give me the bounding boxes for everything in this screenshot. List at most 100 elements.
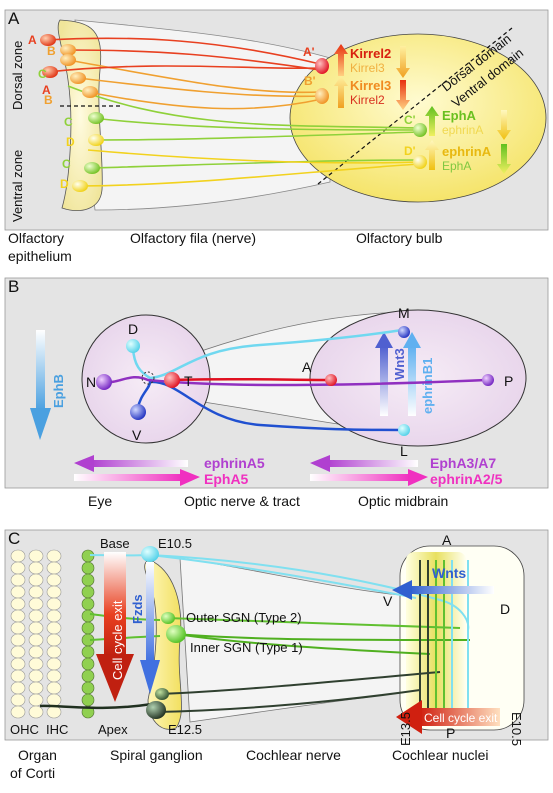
fzds-arrowhead: [140, 660, 160, 694]
outer-hair-cells: [10, 549, 62, 719]
outer-hair-cell: [10, 573, 26, 587]
eye-v-label: V: [132, 427, 142, 443]
outer-hair-cell: [28, 633, 44, 647]
ephrinb1-label: ephrinB1: [420, 358, 435, 414]
outer-hair-cell: [28, 681, 44, 695]
cell-label: A: [42, 83, 51, 97]
ephrina25-arrowhead: [408, 469, 428, 486]
nuclei-p-label: P: [446, 725, 455, 741]
fzds-bar: [146, 562, 154, 662]
outer-hair-cell: [28, 585, 44, 599]
e105-top-label: E10.5: [158, 536, 192, 551]
cell-label: A: [28, 33, 37, 47]
outer-hair-cell: [46, 573, 62, 587]
eye-dorsal-cell: [126, 339, 140, 353]
organ-of-corti-label-1: Organ: [18, 747, 57, 763]
inner-hair-cell: [81, 669, 95, 683]
epha-down-arrow: [497, 144, 511, 174]
kirrel2-label-b: Kirrel2: [350, 93, 385, 107]
inner-hair-cell: [81, 657, 95, 671]
cochlear-nuclei-label: Cochlear nuclei: [392, 747, 489, 763]
midbrain-anterior-cell: [325, 374, 337, 386]
glomerulus-d-label: D': [404, 144, 416, 158]
cell-label: C: [62, 157, 71, 171]
ephrina-label-d: ephrinA: [442, 144, 492, 159]
cellcycle-vertical-label: Cell cycle exit: [110, 600, 125, 680]
olfactory-fila-label: Olfactory fila (nerve): [130, 230, 256, 246]
glomerulus-c: [413, 123, 427, 137]
epha-label-c: EphA: [442, 108, 477, 123]
outer-hair-cell: [46, 669, 62, 683]
ephb-gradient-bar: [36, 330, 45, 410]
outer-hair-cell: [46, 609, 62, 623]
outer-hair-cell: [10, 609, 26, 623]
glomerulus-a-label: A': [303, 45, 315, 59]
outer-hair-cell: [10, 561, 26, 575]
nuclei-d-label: D: [500, 601, 510, 617]
ohc-label: OHC: [10, 722, 39, 737]
outer-hair-cell: [46, 633, 62, 647]
outer-hair-cell: [28, 705, 44, 719]
inner-hair-cell: [81, 585, 95, 599]
cell-label: B: [47, 44, 56, 58]
inner-hair-cell: [81, 561, 95, 575]
outer-hair-cell: [10, 633, 26, 647]
epha3a7-arrowhead: [310, 455, 330, 472]
cell-d-1: [88, 134, 104, 146]
glomerulus-c-label: C': [404, 113, 416, 127]
spiral-ganglion-label: Spiral ganglion: [110, 747, 203, 763]
dorsal-axon: [131, 328, 403, 380]
cell-b-2: [70, 72, 86, 84]
organ-of-corti-label-2: of Corti: [10, 765, 55, 781]
outer-hair-cell: [28, 561, 44, 575]
outer-hair-cell: [28, 573, 44, 587]
cellcycle-horizontal-label: Cell cycle exit: [424, 711, 498, 725]
epha3a7-label: EphA3/A7: [430, 455, 496, 471]
outer-hair-cell: [28, 693, 44, 707]
cell-c-4: [84, 162, 100, 174]
cochlear-nerve-label: Cochlear nerve: [246, 747, 341, 763]
outer-hair-cell: [46, 585, 62, 599]
outer-hair-cell: [28, 549, 44, 563]
epha5-arrowhead: [180, 469, 200, 486]
inner-hair-cell: [81, 645, 95, 659]
outer-hair-cell: [28, 621, 44, 635]
eye-label: Eye: [88, 493, 112, 509]
kirrel2-down-arrow: [396, 80, 410, 110]
epha5-label: EphA5: [204, 471, 249, 487]
eye-nasal-cell: [96, 374, 112, 390]
apex-label: Apex: [98, 722, 128, 737]
ephrina-down-arrow: [497, 110, 511, 140]
ephb-gradient-arrowhead: [30, 408, 51, 440]
panel-c-letter: C: [8, 529, 20, 548]
ventral-zone-label: Ventral zone: [10, 150, 25, 222]
inner-hair-cell: [81, 609, 95, 623]
epithelium-cell-labels: A B C A B C C D C D: [28, 33, 75, 191]
wnt3-gradient-arrowhead: [375, 332, 393, 348]
olfactory-bulb-label: Olfactory bulb: [356, 230, 443, 246]
midbrain-medial-cell: [398, 326, 410, 338]
cell-label: D: [60, 177, 69, 191]
outer-hair-cell: [10, 657, 26, 671]
outer-hair-cell: [46, 693, 62, 707]
midbrain-posterior-cell: [482, 374, 494, 386]
optic-midbrain-label: Optic midbrain: [358, 493, 448, 509]
cell-label: B: [44, 93, 53, 107]
cell-label: D: [66, 135, 75, 149]
ephrina25-gradient-bar: [310, 474, 410, 481]
cell-c-1: [60, 54, 76, 66]
outer-hair-cell: [46, 681, 62, 695]
ephrina-up-arrow: [425, 140, 439, 170]
nuclei-v-label: V: [383, 593, 393, 609]
optic-disc: [141, 371, 155, 385]
eye-d-label: D: [128, 321, 138, 337]
panel-b-letter: B: [8, 277, 19, 296]
epha3a7-gradient-bar: [328, 460, 418, 467]
wnt3-gradient-bar: [380, 346, 388, 416]
epha5-gradient-bar: [74, 474, 182, 481]
outer-hair-cell: [10, 621, 26, 635]
outer-hair-cell: [46, 597, 62, 611]
midbrain-lateral-cell: [398, 424, 410, 436]
glomerulus-b-label: B': [304, 74, 316, 88]
